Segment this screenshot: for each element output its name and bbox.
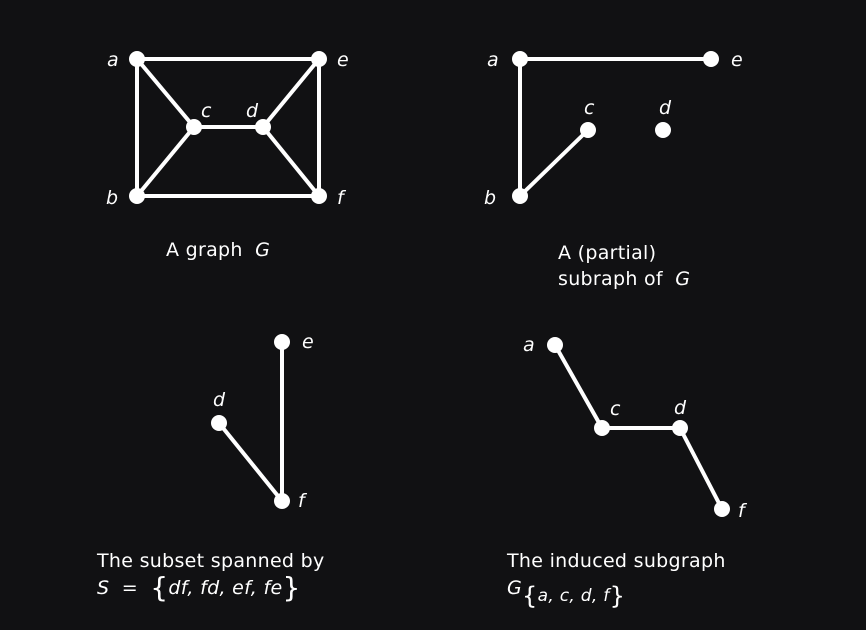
caption-induced-subscript: {a, c, d, f} (522, 583, 625, 609)
vertex-label-a: a (523, 334, 535, 356)
edge-a-c (553, 343, 604, 430)
vertex-b (512, 188, 528, 204)
caption-spanned-subset: The subset spanned by S = {df, fd, ef, f… (97, 548, 325, 602)
vertex-e (311, 51, 327, 67)
vertex-f (714, 501, 730, 517)
caption-partial-subgraph: A (partial) subraph of G (558, 240, 690, 292)
vertex-label-c: c (584, 97, 595, 119)
caption-spanned-set-name: S (97, 577, 110, 599)
vertex-d (672, 420, 688, 436)
vertex-label-e: e (731, 49, 743, 71)
vertex-d (655, 122, 671, 138)
caption-spanned-set-members: df, fd, ef, fe (168, 577, 283, 599)
panel-induced-subgraph: a c d f (523, 334, 748, 522)
vertex-label-c: c (610, 398, 621, 420)
vertex-label-a: a (487, 49, 499, 71)
caption-graph: A graph G (166, 237, 270, 263)
panel-partial-subgraph: a b c d e (484, 49, 743, 209)
vertex-label-d: d (213, 389, 226, 411)
vertex-e (274, 334, 290, 350)
caption-graph-text: A graph (166, 239, 243, 261)
caption-partial-line-2: subraph of G (558, 266, 690, 292)
caption-spanned-line-2: S = {df, fd, ef, fe} (97, 574, 325, 602)
edge-d-e (261, 57, 321, 129)
caption-partial-text: subraph of (558, 268, 663, 290)
vertex-label-c: c (201, 100, 212, 122)
vertex-c (594, 420, 610, 436)
vertex-label-d: d (246, 100, 259, 122)
vertex-label-d: d (659, 97, 672, 119)
caption-induced-set-members: a, c, d, f (537, 586, 610, 606)
caption-partial-line-1: A (partial) (558, 242, 657, 264)
vertex-a (129, 51, 145, 67)
panel-spanned-subset: d e f (211, 331, 314, 512)
vertex-c (580, 122, 596, 138)
edge-b-c (135, 125, 196, 198)
vertex-label-e: e (337, 49, 349, 71)
vertex-label-d: d (674, 397, 687, 419)
caption-induced-symbol: G (507, 577, 523, 599)
panel-graph: a b c d e f (106, 49, 349, 209)
vertex-d (255, 119, 271, 135)
caption-induced-line-2: G{a, c, d, f} (507, 575, 726, 609)
caption-partial-symbol: G (675, 268, 691, 290)
vertex-e (703, 51, 719, 67)
vertex-label-b: b (106, 187, 118, 209)
caption-induced-line-1: The induced subgraph (507, 550, 726, 572)
edge-d-f (261, 125, 321, 198)
vertex-label-f: f (298, 490, 308, 512)
caption-spanned-line-1: The subset spanned by (97, 550, 325, 572)
right-brace: } (282, 571, 301, 604)
edge-d-f (217, 421, 284, 503)
vertex-a (512, 51, 528, 67)
subscript-right-brace: } (609, 582, 626, 610)
caption-induced-subgraph: The induced subgraph G{a, c, d, f} (507, 548, 726, 609)
edge-a-c (135, 57, 196, 129)
subscript-left-brace: { (522, 582, 538, 610)
caption-spanned-equals: = (121, 577, 138, 599)
vertex-label-b: b (484, 187, 496, 209)
vertex-a (547, 337, 563, 353)
left-brace: { (150, 571, 169, 604)
vertex-c (186, 119, 202, 135)
vertex-f (274, 493, 290, 509)
edge-d-f (678, 426, 724, 511)
vertex-label-f: f (337, 187, 347, 209)
vertex-f (311, 188, 327, 204)
vertex-label-a: a (107, 49, 119, 71)
vertex-label-e: e (302, 331, 314, 353)
vertex-b (129, 188, 145, 204)
edge-b-c (518, 128, 590, 198)
vertex-label-f: f (738, 500, 748, 522)
caption-graph-symbol: G (255, 239, 271, 261)
vertex-d (211, 415, 227, 431)
